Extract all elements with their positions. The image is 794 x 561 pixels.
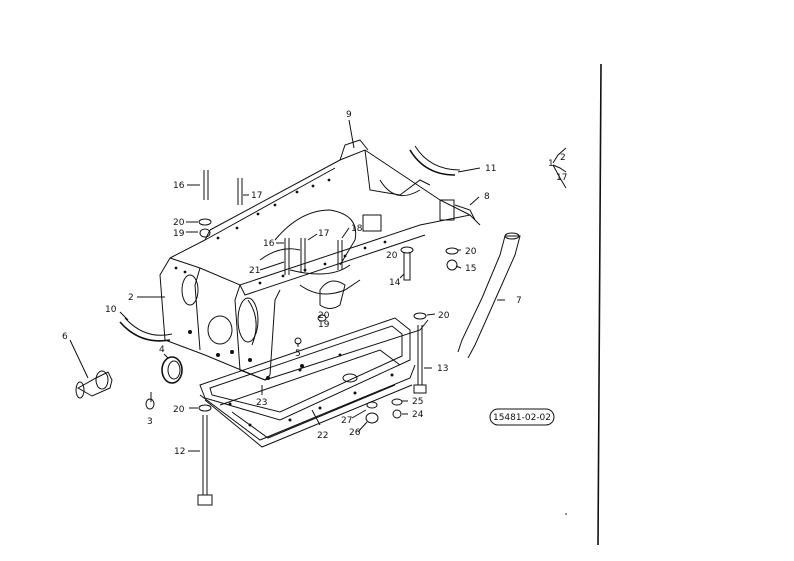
callout-3: 3 [147,417,153,427]
dipstick-tube-part-7 [457,232,521,359]
callout-2: 2 [128,293,134,303]
bearing-shell-part-11 [409,145,461,176]
callout-22: 22 [317,431,328,441]
bearing-shell-part-10 [119,317,173,342]
end-cap-part-6 [75,370,113,399]
callout-labels: 2 3 4 5 6 7 8 9 10 11 12 13 14 15 16 16 … [62,110,522,457]
callout-9: 9 [346,110,352,120]
callout-26: 26 [349,428,361,438]
callout-20d: 20 [438,311,450,321]
side-legend-bottom: 17 [556,173,567,183]
washers [145,218,459,424]
callout-16a: 16 [173,181,185,191]
part-code-tag: 15481-02-02 [489,408,555,426]
callout-20e: 20 [173,405,185,415]
callout-19a: 19 [173,229,185,239]
callout-16b: 16 [263,239,275,249]
callout-18: 18 [351,224,363,234]
leader-lines [69,119,505,452]
callout-23: 23 [256,398,267,408]
callout-4: 4 [159,345,165,355]
callout-10: 10 [105,305,117,315]
callout-7: 7 [516,296,522,306]
crankcase-block [159,139,481,381]
stray-dot [565,513,567,515]
side-legend-mid: 2 [560,153,566,163]
callout-20c: 20 [465,247,477,257]
callout-27: 27 [341,416,352,426]
seal-ring-part-4 [161,356,183,384]
callout-5: 5 [295,349,301,359]
callout-14: 14 [389,278,401,288]
callout-20a: 20 [173,218,185,228]
side-legend-top: 1 [548,159,554,169]
divider-line [597,63,602,546]
callout-19b: 19 [318,320,330,330]
callout-8: 8 [484,192,490,202]
callout-11: 11 [485,164,496,174]
callout-12: 12 [174,447,185,457]
callout-21: 21 [249,266,260,276]
callout-25: 25 [412,397,423,407]
oil-pan-gasket [199,317,411,421]
oil-pan [199,349,416,448]
callout-20b: 20 [386,251,398,261]
studs [197,170,427,506]
callout-13: 13 [437,364,448,374]
callout-6: 6 [62,332,68,342]
callout-20f: 20 [318,311,330,321]
callout-17b: 17 [318,229,329,239]
part-code: 15481-02-02 [493,413,551,423]
callout-17a: 17 [251,191,262,201]
callout-15: 15 [465,264,476,274]
side-legend: 1 2 17 [548,147,567,189]
callout-24: 24 [412,410,424,420]
